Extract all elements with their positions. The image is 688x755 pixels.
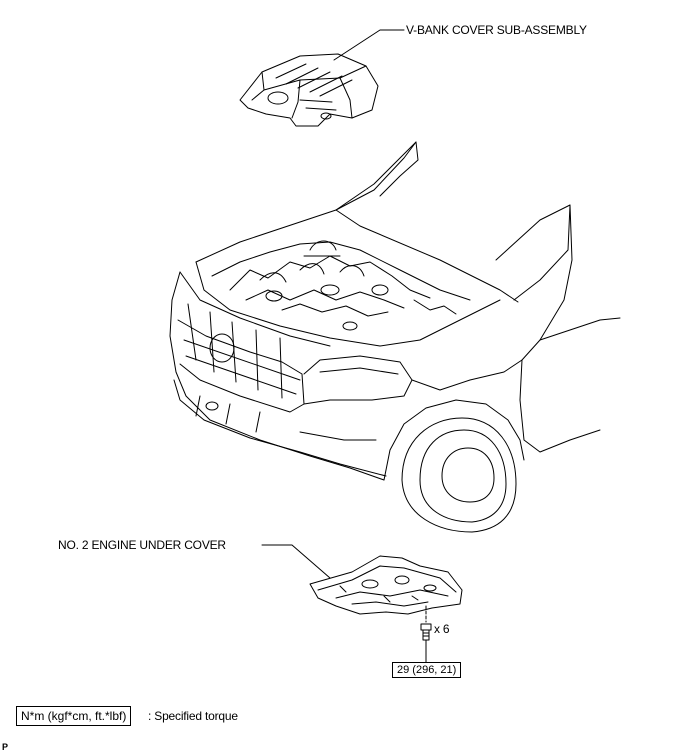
legend-unit-box: N*m (kgf*cm, ft.*lbf) xyxy=(16,706,132,726)
bolt-icon xyxy=(420,623,432,641)
figure-code: P xyxy=(2,742,8,752)
torque-value-box: 29 (296, 21) xyxy=(392,662,462,678)
under-cover-label: NO. 2 ENGINE UNDER COVER xyxy=(58,538,226,552)
under-cover-leader-line xyxy=(261,544,331,579)
legend-description: : Specified torque xyxy=(148,709,238,723)
vehicle-front xyxy=(169,141,621,533)
under-cover-part xyxy=(309,555,463,615)
vbank-cover-part xyxy=(239,53,379,127)
vbank-leader-line xyxy=(333,29,405,61)
vbank-cover-label: V-BANK COVER SUB-ASSEMBLY xyxy=(406,23,587,37)
bolt-count-label: x 6 xyxy=(434,622,450,636)
